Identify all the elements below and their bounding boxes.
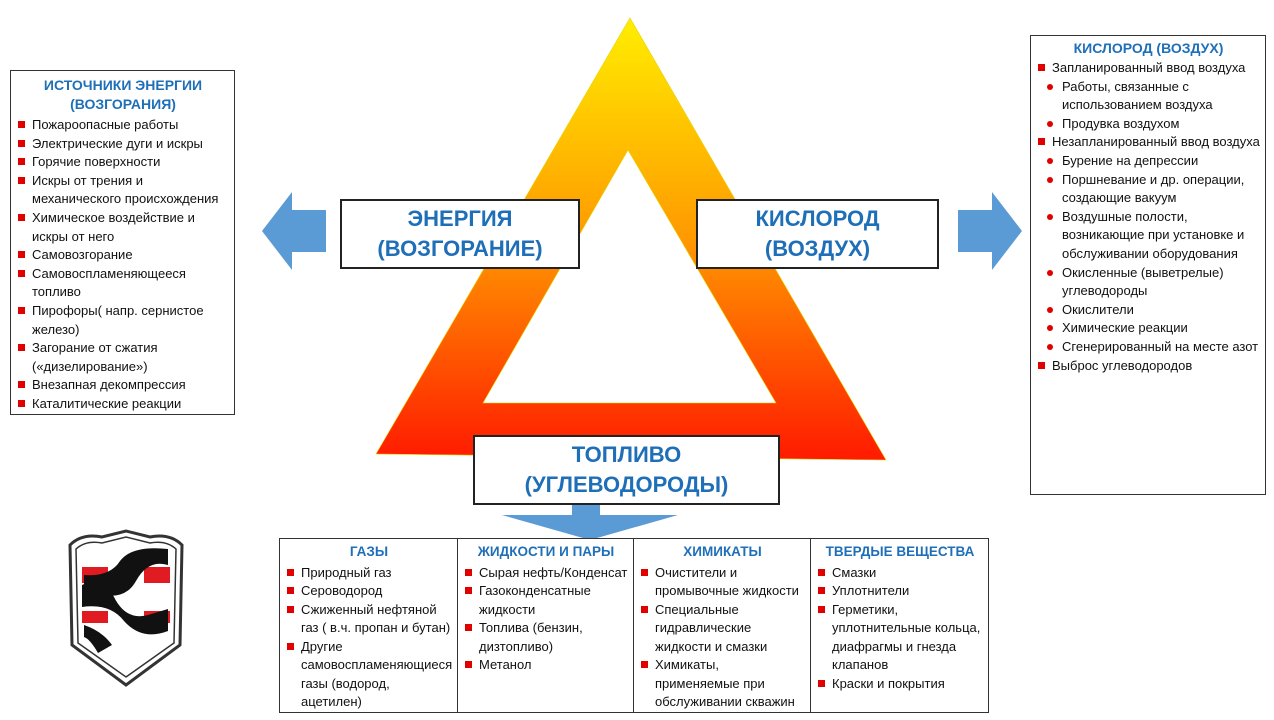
list-item: Работы, связанные с использованием возду…: [1036, 78, 1261, 115]
energy-sources-panel: ИСТОЧНИКИ ЭНЕРГИИ (ВОЗГОРАНИЯ) Пожароопа…: [10, 70, 235, 415]
list-item: Смазки: [816, 564, 984, 583]
list-item: Бурение на депрессии: [1036, 152, 1261, 171]
column-title: ЖИДКОСТИ И ПАРЫ: [477, 544, 615, 559]
right-arrow-icon: [958, 192, 1022, 270]
list-item: Сырая нефть/Конденсат: [463, 564, 629, 583]
fuel-column-chemicals: ХИМИКАТЫ Очистители и промывочные жидкос…: [634, 539, 811, 712]
company-logo: [68, 529, 184, 687]
list-item: Пирофоры( напр. сернистое железо): [16, 302, 230, 339]
energy-panel-title: ИСТОЧНИКИ ЭНЕРГИИ (ВОЗГОРАНИЯ): [16, 76, 230, 114]
list-item: Сгенерированный на месте азот: [1036, 338, 1261, 357]
list-item: Самовозгорание: [16, 246, 230, 265]
oxygen-release-item: Выброс углеводородов: [1036, 357, 1261, 376]
down-arrow-icon: [502, 500, 678, 540]
list-item: Пожароопасные работы: [16, 116, 230, 135]
list-item: Метанол: [463, 656, 629, 675]
fuel-column-gases: ГАЗЫ Природный газ Сероводород Сжиженный…: [280, 539, 458, 712]
oxygen-label-line2: (ВОЗДУХ): [764, 236, 871, 261]
energy-label-line2: (ВОЗГОРАНИЕ): [377, 236, 543, 261]
oxygen-unplanned-item: Незапланированный ввод воздуха: [1036, 133, 1261, 152]
list-item: Газоконденсатные жидкости: [463, 582, 629, 619]
oxygen-panel: КИСЛОРОД (ВОЗДУХ) Запланированный ввод в…: [1030, 35, 1266, 495]
fuel-types-table: ГАЗЫ Природный газ Сероводород Сжиженный…: [279, 538, 989, 713]
list-item: Другие самовоспламеняющиеся газы (водоро…: [285, 638, 453, 712]
list-item: Краски и покрытия: [816, 675, 984, 694]
list-item: Химикаты, применяемые при обслуживании с…: [639, 656, 806, 712]
list-item: Сжиженный нефтяной газ ( в.ч. пропан и б…: [285, 601, 453, 638]
column-title: ТВЕРДЫЕ ВЕЩЕСТВА: [825, 544, 975, 559]
list-item: Топлива (бензин, дизтопливо): [463, 619, 629, 656]
energy-panel-title-line1: ИСТОЧНИКИ ЭНЕРГИИ: [43, 77, 203, 93]
list-item: Химические реакции: [1036, 319, 1261, 338]
fuel-column-liquids: ЖИДКОСТИ И ПАРЫ Сырая нефть/Конденсат Га…: [458, 539, 634, 712]
list-item: Поршневание и др. операции, создающие ва…: [1036, 171, 1261, 208]
list-item: Воздушные полости, возникающие при устан…: [1036, 208, 1261, 264]
list-item: Каталитические реакции: [16, 395, 230, 414]
list-item: Уплотнители: [816, 582, 984, 601]
list-item: Внезапная декомпрессия: [16, 376, 230, 395]
list-item: Герметики, уплотнительные кольца, диафра…: [816, 601, 984, 675]
list-item: Специальные гидравлические жидкости и см…: [639, 601, 806, 657]
energy-panel-title-line2: (ВОЗГОРАНИЯ): [70, 96, 176, 112]
energy-label-line1: ЭНЕРГИЯ: [407, 206, 513, 231]
fuel-label-line1: ТОПЛИВО: [571, 442, 682, 467]
list-item: Природный газ: [285, 564, 453, 583]
list-item: Загорание от сжатия («дизелирование»): [16, 339, 230, 376]
fuel-label-line2: (УГЛЕВОДОРОДЫ): [524, 472, 729, 497]
list-item: Электрические дуги и искры: [16, 135, 230, 154]
fuel-column-solids: ТВЕРДЫЕ ВЕЩЕСТВА Смазки Уплотнители Герм…: [811, 539, 988, 712]
fuel-label: ТОПЛИВО (УГЛЕВОДОРОДЫ): [473, 435, 780, 505]
list-item: Искры от трения и механического происхож…: [16, 172, 230, 209]
list-item: Горячие поверхности: [16, 153, 230, 172]
column-title: ХИМИКАТЫ: [683, 544, 762, 559]
oxygen-panel-title: КИСЛОРОД (ВОЗДУХ): [1073, 40, 1224, 56]
list-item: Самовоспламеняющееся топливо: [16, 265, 230, 302]
oxygen-planned-item: Запланированный ввод воздуха: [1036, 59, 1261, 78]
oxygen-label: КИСЛОРОД (ВОЗДУХ): [696, 199, 939, 269]
list-item: Сероводород: [285, 582, 453, 601]
column-title: ГАЗЫ: [349, 544, 389, 559]
list-item: Продувка воздухом: [1036, 115, 1261, 134]
list-item: Химическое воздействие и искры от него: [16, 209, 230, 246]
list-item: Очистители и промывочные жидкости: [639, 564, 806, 601]
list-item: Окислители: [1036, 301, 1261, 320]
list-item: Окисленные (выветрелые) углеводороды: [1036, 264, 1261, 301]
oxygen-label-line1: КИСЛОРОД: [755, 206, 880, 231]
left-arrow-icon: [262, 192, 326, 270]
energy-label: ЭНЕРГИЯ (ВОЗГОРАНИЕ): [340, 199, 580, 269]
